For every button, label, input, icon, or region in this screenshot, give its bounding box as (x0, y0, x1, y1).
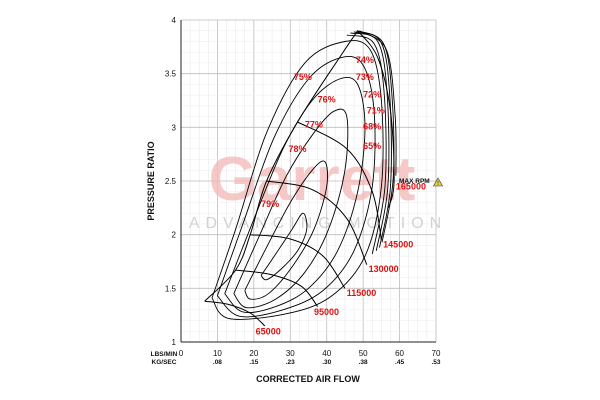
watermark: Garrett ADVANCING MOTION (189, 145, 447, 232)
x-tick-label-lbs: 20 (249, 349, 258, 358)
y-axis-title: PRESSURE RATIO (146, 141, 156, 220)
x-tick-label-kg: .23 (286, 359, 295, 366)
efficiency-label: 73% (356, 72, 374, 82)
efficiency-label: 79% (261, 199, 279, 209)
efficiency-label: 68% (363, 121, 381, 131)
efficiency-island-curve (244, 160, 329, 300)
x-tick-label-lbs: 60 (395, 349, 404, 358)
x-tick-label-lbs: 0 (179, 349, 184, 358)
efficiency-label: 71% (367, 105, 385, 115)
efficiency-label: 78% (288, 144, 306, 154)
map-labels: 65000 95000 115000 130000 145000 165000 79% 78%… (256, 55, 426, 337)
efficiency-island-curve (224, 76, 366, 313)
efficiency-island-curve (359, 30, 397, 176)
y-tick-label: 2 (172, 231, 177, 240)
efficiency-label: 75% (294, 72, 312, 82)
warning-triangle-icon (432, 177, 444, 187)
watermark-tagline: ADVANCING MOTION (189, 215, 447, 232)
x-tick-label-lbs: 10 (213, 349, 222, 358)
efficiency-label: 65% (363, 141, 381, 151)
y-tick-label: 3.5 (165, 70, 177, 79)
x-tick-label-lbs: 70 (432, 349, 441, 358)
efficiency-island-curve (346, 34, 387, 255)
y-tick-label: 1 (172, 338, 177, 347)
speed-line (250, 234, 346, 289)
speed-line (204, 300, 266, 327)
x-axis-title: CORRECTED AIR FLOW (256, 374, 360, 384)
x-tick-label-kg: .38 (359, 359, 368, 366)
axes (180, 20, 436, 343)
x-tick-label-kg: .08 (213, 359, 222, 366)
x-tick-label-kg: .45 (395, 359, 404, 366)
max-rpm-label: MAX RPM (399, 178, 430, 185)
speed-label: 95000 (314, 307, 339, 317)
efficiency-label: 72% (363, 89, 381, 99)
efficiency-island-curve (211, 40, 384, 320)
speed-line (266, 180, 368, 265)
x-unit-label-kg: KG/SEC (152, 359, 177, 366)
y-tick-label: 4 (172, 16, 177, 25)
efficiency-label: 77% (305, 119, 323, 129)
speed-line (357, 30, 395, 208)
x-tick-label-lbs: 30 (286, 349, 295, 358)
map-curves (204, 30, 397, 327)
speed-label: 65000 (256, 326, 281, 336)
speed-label: 145000 (383, 240, 413, 250)
x-tick-label-lbs: 40 (322, 349, 331, 358)
x-unit-label-lbs: LBS/MIN (151, 351, 178, 358)
efficiency-label: 76% (318, 95, 336, 105)
max-rpm-marker: MAX RPM ! (399, 177, 444, 187)
speed-label: 130000 (369, 264, 399, 274)
x-tick-label-kg: .15 (249, 359, 258, 366)
x-tick-label-kg: .30 (322, 359, 331, 366)
y-tick-label: 3 (172, 123, 177, 132)
watermark-brand: Garrett (209, 145, 416, 214)
speed-line (297, 121, 382, 241)
y-tick-label: 2.5 (165, 177, 177, 186)
efficiency-island-curve (233, 108, 349, 309)
efficiency-label: 74% (356, 55, 374, 65)
x-tick-label-lbs: 50 (359, 349, 368, 358)
x-tick-label-kg: .53 (431, 359, 440, 366)
speed-label: 115000 (347, 288, 377, 298)
speed-line (235, 269, 318, 307)
efficiency-island-curve (260, 212, 308, 281)
grid-lines (180, 19, 437, 343)
speed-label: 165000 (396, 182, 426, 192)
y-tick-label: 1.5 (165, 284, 177, 293)
efficiency-island-curve (216, 56, 376, 318)
warning-exclamation: ! (437, 181, 439, 187)
